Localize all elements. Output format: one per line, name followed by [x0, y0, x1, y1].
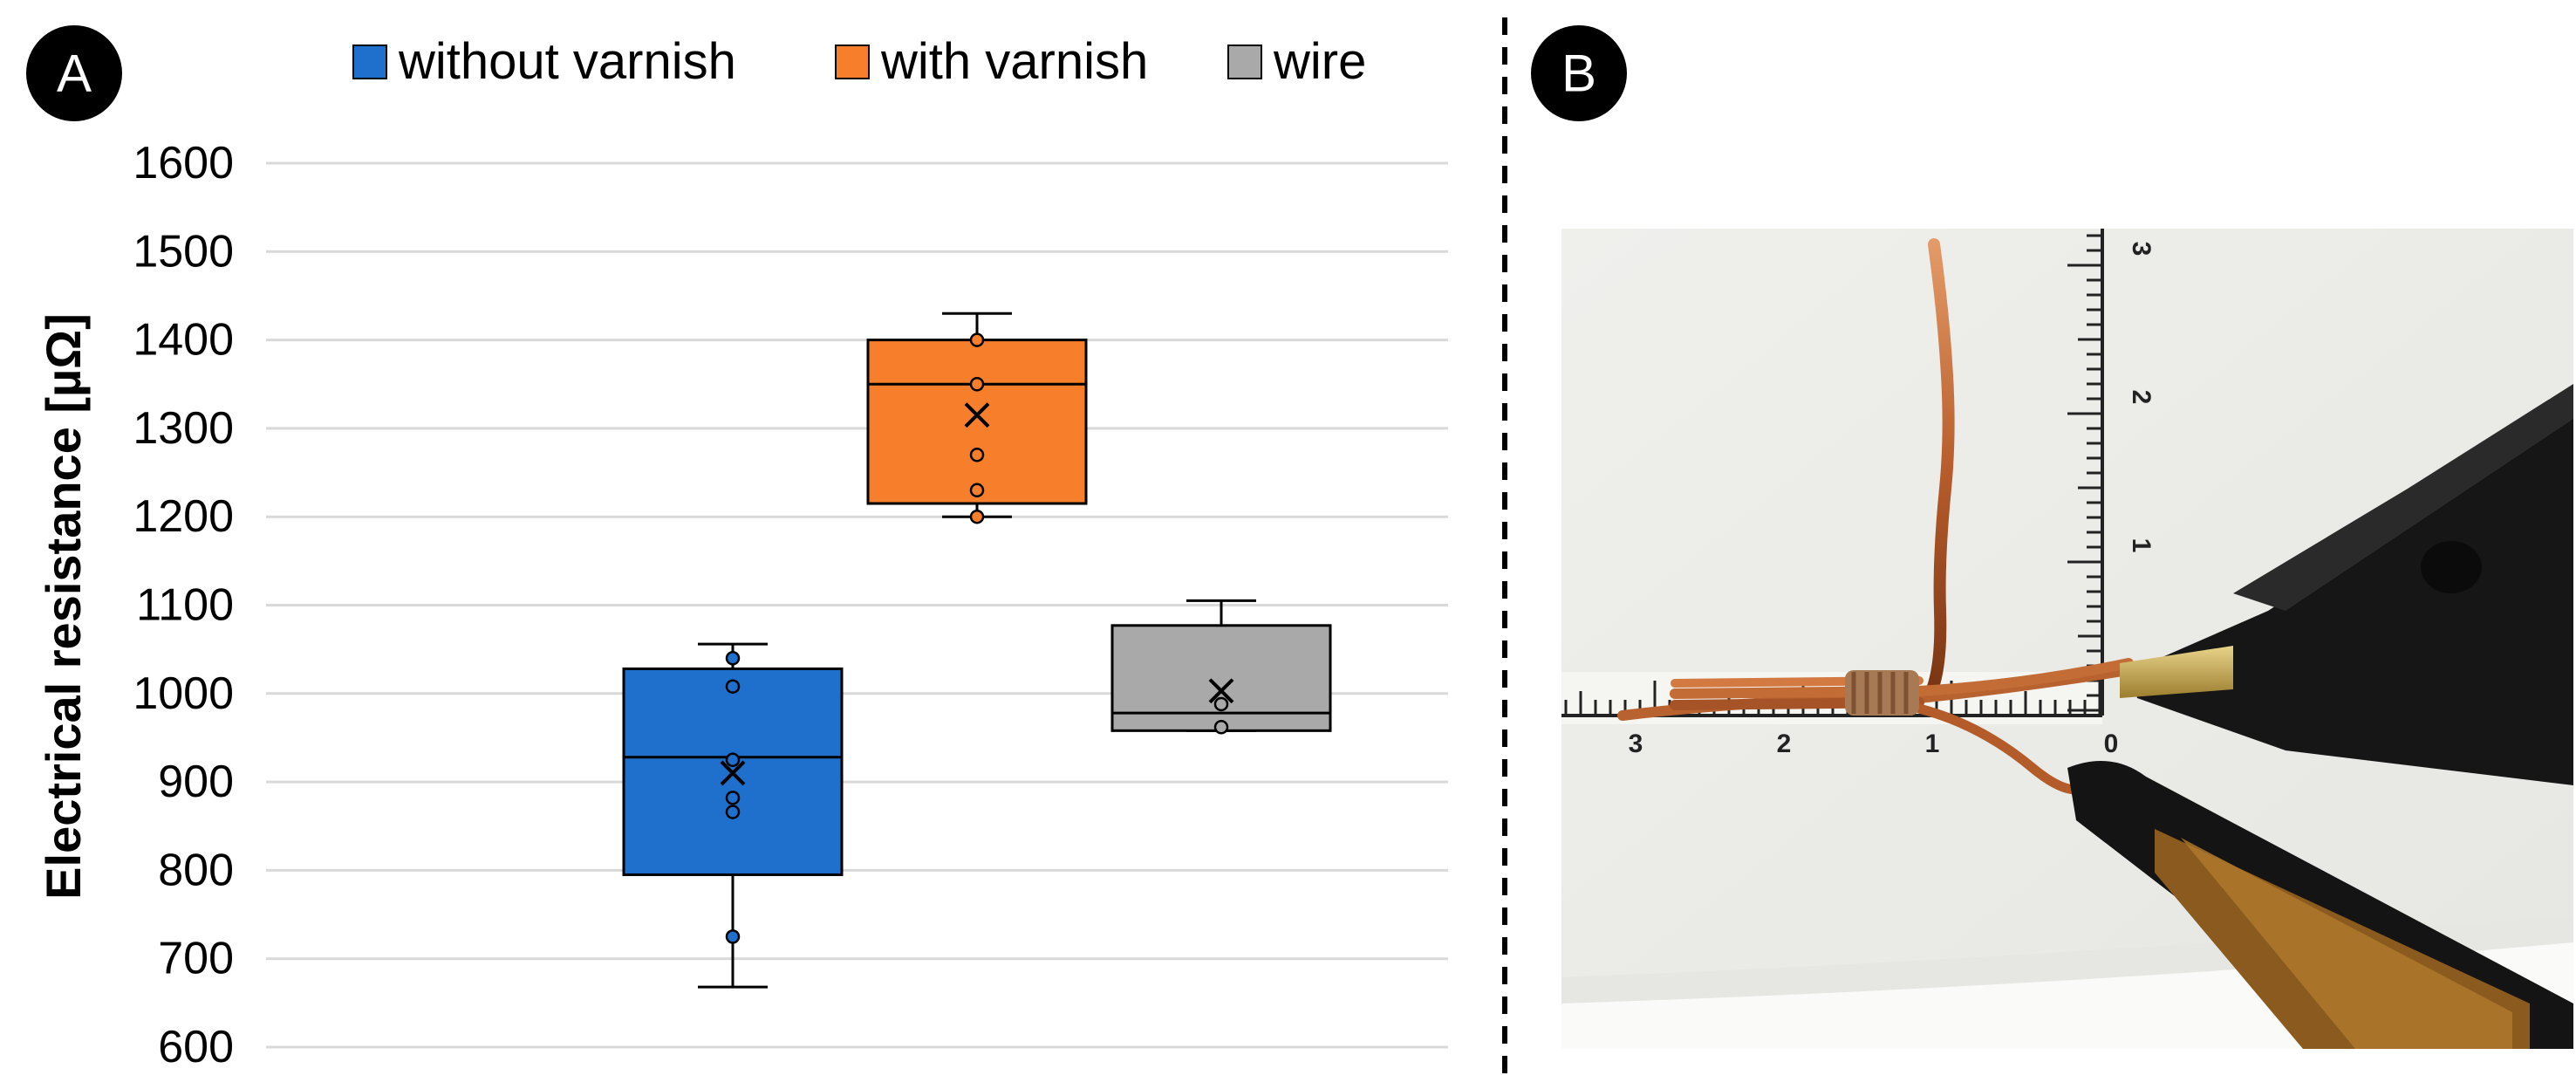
legend-swatch [352, 45, 387, 79]
box-without-varnish [622, 642, 844, 989]
data-point [725, 791, 741, 805]
mean-marker [1208, 678, 1234, 704]
data-point [725, 752, 741, 768]
ruler-v-label: 2 [2127, 390, 2156, 405]
panel-b-badge: B [1531, 25, 1627, 121]
mean-marker [720, 760, 746, 786]
ruler-h-label: 1 [1925, 729, 1940, 758]
data-point [969, 509, 985, 524]
y-tick-label: 600 [158, 1022, 234, 1072]
ruler-h-label: 0 [2104, 729, 2119, 758]
chart-legend: without varnish with varnish wire [352, 33, 1366, 90]
photo-panel: 3 2 1 0 3 2 1 [1561, 229, 2573, 1049]
legend-label: wire [1273, 33, 1366, 90]
legend-swatch [1227, 45, 1262, 79]
iqr-box [1110, 624, 1332, 732]
ruler-v-label: 3 [2127, 242, 2156, 257]
y-axis-tick-labels: 600 700 800 900 1000 1100 1200 1300 1400 1500 1600 [133, 138, 234, 1072]
data-point [1213, 720, 1229, 735]
data-point [725, 929, 741, 944]
y-tick-label: 1400 [133, 315, 234, 366]
panel-a-label: A [57, 45, 92, 103]
y-axis-label: Electrical resistance [µΩ] [36, 313, 91, 900]
legend-swatch [835, 45, 870, 79]
box-plot-series [622, 312, 1332, 989]
legend-label: with varnish [880, 33, 1148, 90]
data-point [1213, 696, 1229, 712]
mean-marker [964, 402, 990, 428]
ruler-h-label: 3 [1629, 729, 1643, 758]
y-tick-label: 1100 [136, 580, 234, 631]
y-tick-label: 800 [158, 845, 234, 895]
data-point [969, 377, 985, 392]
data-point [725, 679, 741, 694]
lower-test-clip [2067, 761, 2573, 1049]
data-point [725, 651, 741, 666]
data-point [725, 805, 741, 819]
y-tick-label: 1200 [133, 491, 234, 542]
y-tick-label: 700 [158, 934, 234, 984]
y-tick-label: 1000 [133, 668, 234, 719]
data-point [969, 332, 985, 347]
chart-grid [266, 161, 1448, 1049]
y-tick-label: 1300 [133, 403, 234, 454]
legend-label: without varnish [398, 33, 736, 90]
data-point [969, 448, 985, 462]
box-wire [1110, 599, 1332, 735]
box-with-varnish [866, 312, 1088, 524]
y-tick-label: 1600 [133, 138, 234, 188]
y-tick-label: 900 [158, 757, 234, 807]
data-point [969, 483, 985, 498]
y-tick-label: 1500 [133, 226, 234, 277]
panel-b-label: B [1561, 45, 1596, 103]
ruler-h-label: 2 [1777, 729, 1792, 758]
wire-splice [1845, 670, 1919, 716]
iqr-box [866, 339, 1088, 505]
panel-a-badge: A [26, 25, 122, 121]
ruler-v-label: 1 [2127, 538, 2156, 553]
upper-test-clip [2120, 384, 2573, 785]
